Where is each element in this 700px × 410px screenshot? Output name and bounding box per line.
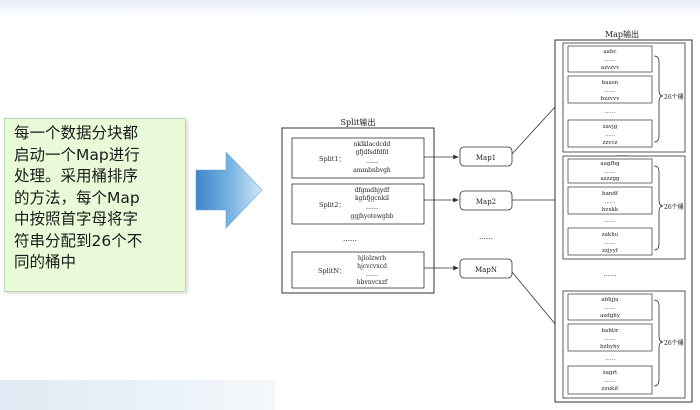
group-gap-ellipsis: …… [616, 151, 628, 158]
bucket [567, 293, 653, 321]
bucket-count-label: 26个桶 [664, 203, 684, 211]
map-label: Map2 [476, 198, 496, 206]
bucket-line: …… [605, 57, 616, 63]
split-panel-title: Split输出 [341, 117, 376, 127]
bucket-line: zzvcz [603, 140, 618, 146]
bucket-group: aabc …… azvzvv baasn …… bzzvvv …… zavjg … [562, 42, 686, 153]
bucket-line: …… [605, 88, 616, 94]
bucket-line: bzbyhy [600, 344, 621, 350]
bucket-line: …… [605, 305, 616, 311]
split-line: …… [366, 271, 378, 278]
bucket [567, 158, 653, 184]
split-line: dfgmdhjydf [355, 187, 390, 194]
split-block: Split2： dfgmdhjydf kghfjgcnkil …… ggjhyo… [291, 183, 425, 225]
bucket-group: aagfhg …… azzzgg bandf …… bzxkk …… zakhu… [562, 155, 686, 260]
bucket-line: …… [605, 199, 616, 205]
map-node: MapN [459, 258, 513, 279]
bucket-line: abhjju [601, 297, 619, 303]
split-line: nklklacdcdd [354, 141, 391, 148]
bucket-line: zzukit [602, 386, 619, 392]
brace-icon [653, 165, 664, 251]
description-line: 每一个数据分块都 [14, 124, 139, 142]
description-line: 符串分配到26个不 [14, 231, 143, 250]
bucket-line: zavjg [603, 124, 618, 130]
map-label: Map1 [476, 154, 496, 162]
header-band [0, 0, 700, 18]
bucket [567, 119, 653, 148]
group-gap-ellipsis: …… [604, 270, 617, 278]
split-line: ggjhyotewgbb [350, 213, 393, 220]
split-name: SplitN： [318, 267, 346, 275]
bucket-gap: …… [605, 109, 616, 115]
bucket-group: abhjju …… azdghy bahtir …… bzbyhy …… zag… [562, 290, 686, 399]
bucket-line: aagfhg [600, 161, 620, 167]
description-line: 的方法，每个Map [14, 188, 140, 207]
bucket-line: azvzvv [601, 65, 620, 71]
description-line: 同的桶中 [14, 253, 77, 271]
split-line: …… [366, 158, 378, 165]
split-line: gfjdfsdfdfd [355, 149, 388, 156]
bucket [567, 45, 653, 73]
bucket-line: bzxkk [602, 207, 619, 213]
split-line: hjlolzwrb [358, 255, 386, 262]
split-line: kghfjgcnkil [355, 195, 389, 202]
bucket [567, 186, 653, 215]
split-name: Split1： [319, 155, 345, 163]
split-line: hjcvcvxcd [357, 263, 387, 270]
bucket-count-label: 26个桶 [664, 93, 684, 101]
bucket-line: …… [605, 240, 616, 246]
description-line: 启动一个Map进行 [14, 145, 140, 164]
split-line: ammbnbvgh [353, 167, 391, 174]
brace-icon [653, 55, 664, 143]
bucket-line: zakhu [602, 232, 619, 238]
bucket [567, 323, 653, 352]
bucket-count-label: 26个桶 [664, 339, 684, 347]
map-gap-ellipsis: …… [479, 233, 493, 241]
description-callout: 每一个数据分块都 启动一个Map进行 处理。采用桶排序 的方法，每个Map 中按… [4, 118, 186, 292]
footer-band [0, 380, 275, 410]
bucket [567, 227, 653, 256]
description-text: 每一个数据分块都 启动一个Map进行 处理。采用桶排序 的方法，每个Map 中按… [14, 123, 180, 274]
bucket-line: bahtir [602, 328, 619, 334]
bucket [567, 365, 653, 395]
bucket-line: …… [605, 169, 616, 175]
split-line: hbvnvcxzf [357, 279, 388, 286]
split-name: Split2： [319, 201, 345, 209]
bucket-line: azdghy [600, 313, 621, 319]
description-line: 中按照首字母将字 [14, 210, 139, 228]
map-node: Map1 [459, 146, 513, 167]
map-label: MapN [475, 266, 497, 274]
split-block: SplitN： hjlolzwrb hjcvcvxcd …… hbvnvcxzf [291, 251, 425, 289]
bucket-line: baasn [602, 80, 619, 86]
split-gap-ellipsis: …… [343, 235, 357, 243]
description-line: 处理。采用桶排序 [14, 167, 139, 185]
bucket-line: …… [605, 378, 616, 384]
split-block: Split1： nklklacdcdd gfjdfsdfdfd …… ammbn… [291, 137, 425, 179]
bucket-gap: …… [605, 218, 616, 224]
bucket-line: zagrt [603, 370, 618, 376]
brace-icon [653, 299, 664, 387]
map-output-title: Map输出 [605, 29, 639, 39]
map-node: Map2 [459, 190, 513, 211]
bucket-line: …… [605, 336, 616, 342]
bucket-gap: …… [605, 356, 616, 362]
split-line: …… [366, 204, 378, 211]
bucket-line: bzzvvv [601, 96, 621, 102]
bucket-line: …… [605, 132, 616, 138]
flow-arrow-icon [195, 151, 263, 229]
bucket-line: bandf [602, 191, 619, 197]
bucket [567, 75, 653, 104]
bucket-line: aabc [603, 49, 616, 55]
bucket-line: zzjyyf [602, 248, 619, 254]
bucket-line: azzzgg [600, 176, 619, 182]
